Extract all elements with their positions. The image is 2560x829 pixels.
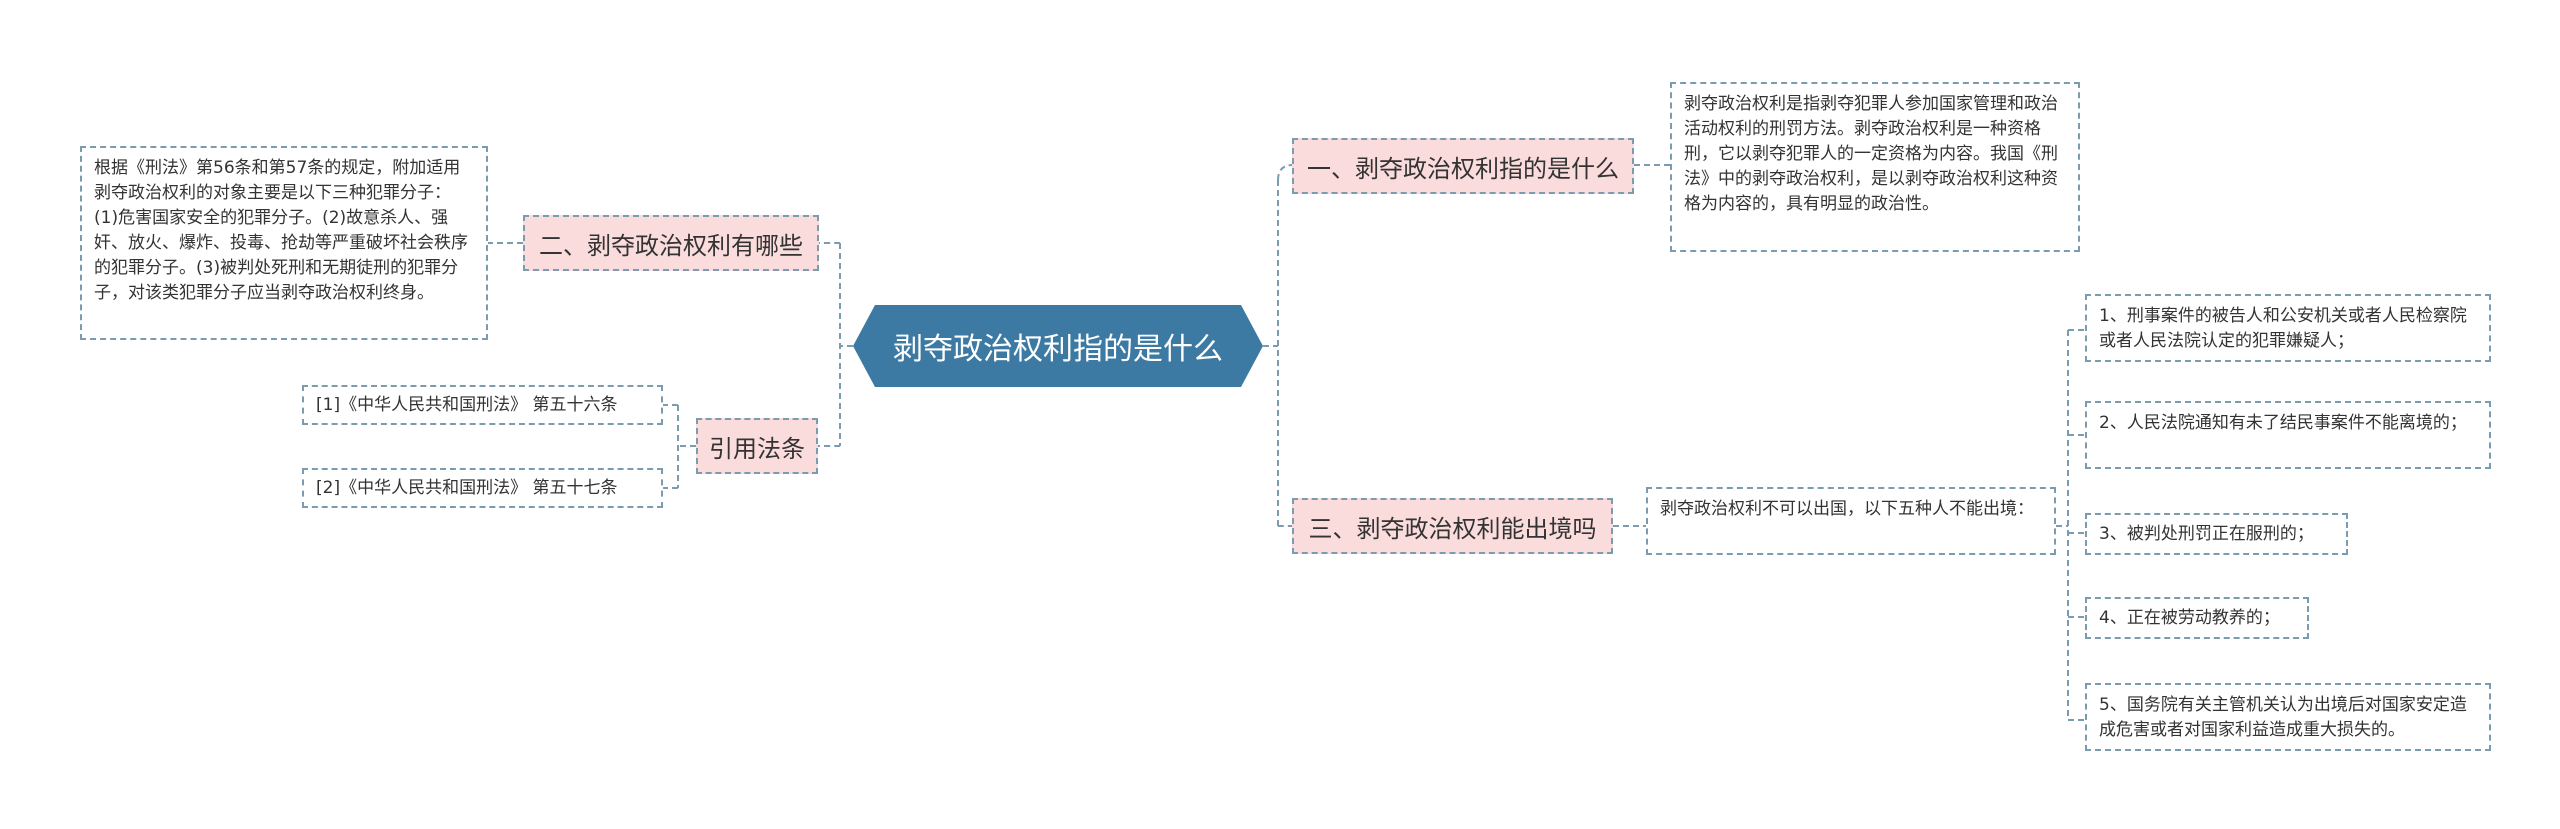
branch-exit[interactable]: 三、剥夺政治权利能出境吗 [1292, 498, 1613, 554]
citation-item-text: [2]《中华人民共和国刑法》 第五十七条 [316, 477, 618, 498]
central-topic-title: 剥夺政治权利指的是什么 [893, 332, 1223, 367]
branch-which-label: 二、剥夺政治权利有哪些 [539, 231, 803, 260]
exit-restriction-item: 5、国务院有关主管机关认为出境后对国家安定造成危害或者对国家利益造成重大损失的。 [2085, 683, 2491, 751]
branch-citations[interactable]: 引用法条 [696, 418, 818, 474]
citation-item-text: [1]《中华人民共和国刑法》 第五十六条 [316, 394, 618, 415]
branch-which-text: 根据《刑法》第56条和第57条的规定，附加适用剥夺政治权利的对象主要是以下三种犯… [80, 146, 488, 340]
central-topic[interactable]: 剥夺政治权利指的是什么 [853, 305, 1263, 387]
branch-which[interactable]: 二、剥夺政治权利有哪些 [523, 215, 819, 271]
branch-exit-intro-text: 剥夺政治权利不可以出国，以下五种人不能出境： [1660, 499, 2034, 519]
branch-exit-label: 三、剥夺政治权利能出境吗 [1308, 514, 1597, 543]
citation-item[interactable]: [2]《中华人民共和国刑法》 第五十七条 [302, 468, 663, 508]
exit-restriction-item: 4、正在被劳动教养的； [2085, 597, 2309, 639]
exit-restriction-text: 1、刑事案件的被告人和公安机关或者人民检察院或者人民法院认定的犯罪嫌疑人； [2099, 306, 2467, 351]
central-topic-shape [853, 305, 1263, 387]
exit-restriction-text: 3、被判处刑罚正在服刑的； [2099, 523, 2314, 544]
exit-restriction-text: 2、人民法院通知有未了结民事案件不能离境的； [2099, 413, 2467, 433]
branch-what-is-text-content: 剥夺政治权利是指剥夺犯罪人参加国家管理和政治活动权利的刑罚方法。剥夺政治权利是一… [1684, 94, 2058, 214]
citation-item[interactable]: [1]《中华人民共和国刑法》 第五十六条 [302, 385, 663, 425]
exit-restriction-text: 4、正在被劳动教养的； [2099, 607, 2280, 628]
exit-restriction-item: 1、刑事案件的被告人和公安机关或者人民检察院或者人民法院认定的犯罪嫌疑人； [2085, 294, 2491, 362]
branch-what-is-label: 一、剥夺政治权利指的是什么 [1307, 154, 1619, 183]
branch-exit-intro: 剥夺政治权利不可以出国，以下五种人不能出境： [1646, 487, 2056, 555]
exit-restriction-text: 5、国务院有关主管机关认为出境后对国家安定造成危害或者对国家利益造成重大损失的。 [2099, 695, 2467, 740]
branch-which-text-content: 根据《刑法》第56条和第57条的规定，附加适用剥夺政治权利的对象主要是以下三种犯… [94, 158, 468, 303]
branch-citations-label: 引用法条 [709, 434, 805, 463]
exit-restriction-item: 3、被判处刑罚正在服刑的； [2085, 513, 2348, 555]
branch-what-is-text: 剥夺政治权利是指剥夺犯罪人参加国家管理和政治活动权利的刑罚方法。剥夺政治权利是一… [1670, 82, 2080, 252]
branch-what-is[interactable]: 一、剥夺政治权利指的是什么 [1292, 138, 1634, 194]
exit-restriction-item: 2、人民法院通知有未了结民事案件不能离境的； [2085, 401, 2491, 469]
